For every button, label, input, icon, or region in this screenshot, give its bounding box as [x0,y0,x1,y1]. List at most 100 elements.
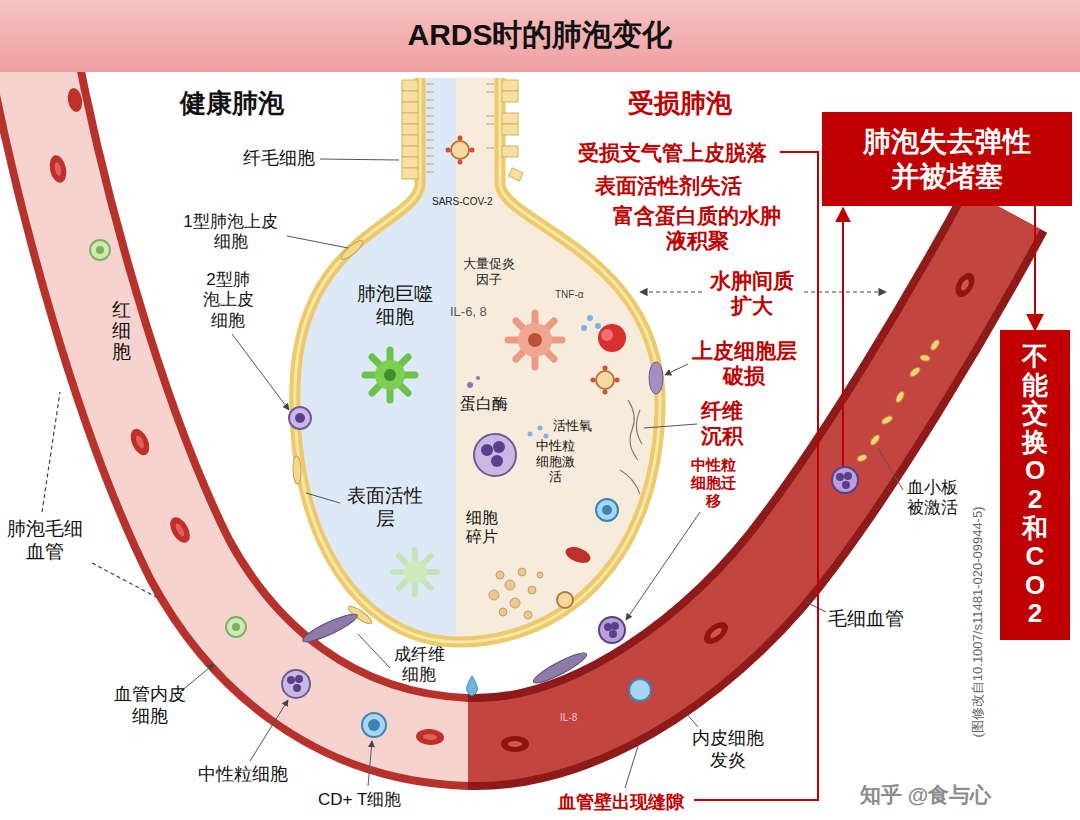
red-bracket [842,208,844,466]
white-blood-cell [232,623,240,631]
annotation-label: 知乎 @食与心 [860,782,991,807]
type1-cell [339,238,366,262]
ciliated-cell [502,91,518,102]
dashed-pointer [640,291,702,292]
annotation-label: 2型肺泡上皮细胞 [200,270,256,331]
neutrophil [282,670,310,698]
virus-spikes [446,136,620,395]
t-cell [476,376,480,380]
ciliated-cell [402,146,418,157]
ciliated-cell [402,157,418,168]
red-blood-cell [66,87,84,113]
cell-debris [510,598,520,608]
cell-debris [505,580,515,590]
type2-cell [289,407,311,429]
cell-debris [496,571,504,579]
annotation-label: TNF-α [555,289,584,301]
leader-line [358,634,390,668]
red-blood-cell [959,278,970,291]
neutrophil [832,467,858,493]
annotation-label: SARS-COV-2 [432,196,493,208]
cytokine-dots [544,434,549,439]
annotation-label: 健康肺泡 [180,88,284,119]
callout-box: 不能交换O2和CO2 [1000,330,1070,640]
ciliated-cell [402,102,418,113]
annotation-label: 中性粒细胞 [198,764,288,786]
ciliated-cell [502,146,518,157]
annotation-label: 大量促炎因子 [462,256,516,287]
flow-arrow [1034,206,1036,330]
white-blood-cell [90,240,110,260]
dashed-pointer [42,392,60,512]
capillary-healthy [30,40,468,742]
t-cell [596,499,618,521]
annotation-label: 水肿间质扩大 [708,268,796,318]
ciliated-cell [402,91,418,102]
fibrin [620,400,642,494]
cilia [426,84,434,172]
activated-platelet [908,366,921,378]
virus-spikes [603,366,608,371]
annotation-label: 红细胞 [112,300,131,363]
capillary-healthy [30,40,468,742]
annotation-label: 中性粒细胞迁移 [690,456,736,510]
annotation-label: CD+ T细胞 [318,790,401,810]
ciliated-cell [502,124,518,135]
virus [557,592,573,608]
source-note: (图修改自10.1007/s11481-020-09944-5) [970,506,986,737]
red-blood-cell [415,728,444,746]
activated-platelet [929,338,941,351]
virus [596,371,614,389]
fibroblast [300,610,589,687]
annotation-label: 纤毛细胞 [243,148,315,170]
annotation-label: 表面活性剂失活 [595,173,742,198]
fluid-leak [467,676,478,696]
capillary-healthy [30,40,468,742]
white-blood-cell [226,617,246,637]
annotation-label: IL-8 [560,712,577,724]
fluid-leak [467,676,478,696]
leaked-red-cell [601,329,613,341]
ciliated-cell [502,80,518,91]
ciliated-cell [502,113,518,124]
neutrophil [295,675,303,683]
leader-line [686,713,698,727]
alveolar-macrophage [365,350,415,400]
alveolar-macrophage [375,360,405,390]
leader-line [368,741,372,786]
red-blood-cell [134,434,145,449]
white-blood-cell [96,246,104,254]
t-cell [362,713,386,737]
annotation-label: 肺泡毛细血管 [5,518,85,564]
cytokine-dots [587,315,593,321]
neutrophil [493,441,505,453]
callout-box: 肺泡失去弹性并被堵塞 [822,112,1072,206]
annotation-label: 受损肺泡 [628,88,732,119]
dashed-pointer [804,291,886,292]
neutrophil [474,434,516,476]
damaged-epithelium [649,362,663,394]
virus-spikes [470,148,475,153]
leader-line [306,493,340,503]
cytokine-dots [595,323,601,329]
leader-line [806,602,826,612]
red-blood-cell [166,514,194,546]
neutrophil [844,472,852,480]
neutrophil [842,481,850,489]
type2-cell [295,413,305,423]
annotation-label: 受损支气管上皮脱落 [578,140,767,165]
red-blood-cell [709,626,724,640]
virus [451,141,469,159]
annotation-label: IL-6, 8 [450,304,487,320]
activated-platelet [856,453,867,462]
neutrophil [599,617,625,643]
cytokine-dots [528,432,533,437]
annotation-label: 中性粒细胞激活 [535,438,575,485]
red-blood-cell [501,736,529,752]
neutrophil [287,676,295,684]
annotation-label: 上皮细胞层破损 [690,338,798,388]
diagram-title: ARDS时的肺泡变化 [0,17,1080,53]
cytokine-dots [528,315,602,439]
inflammatory-macrophage [508,313,562,367]
